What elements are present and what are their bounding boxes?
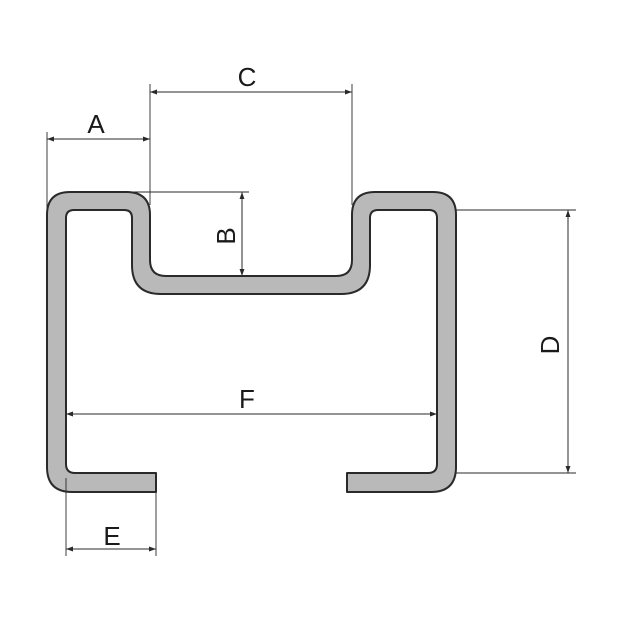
dimension-d: D bbox=[456, 209, 576, 474]
dimension-e: E bbox=[65, 478, 157, 556]
channel-profile bbox=[46, 191, 457, 493]
dimension-d-label: D bbox=[535, 336, 565, 355]
dimension-b-label: B bbox=[211, 227, 241, 244]
dimension-f-label: F bbox=[239, 384, 255, 414]
dimension-c: C bbox=[150, 62, 353, 205]
dimension-f: F bbox=[66, 384, 437, 417]
dimension-e-label: E bbox=[103, 521, 120, 551]
dimension-c-label: C bbox=[238, 62, 257, 92]
dimension-a: A bbox=[46, 84, 151, 210]
dimension-a-label: A bbox=[87, 109, 105, 139]
dimension-b: B bbox=[126, 191, 249, 276]
